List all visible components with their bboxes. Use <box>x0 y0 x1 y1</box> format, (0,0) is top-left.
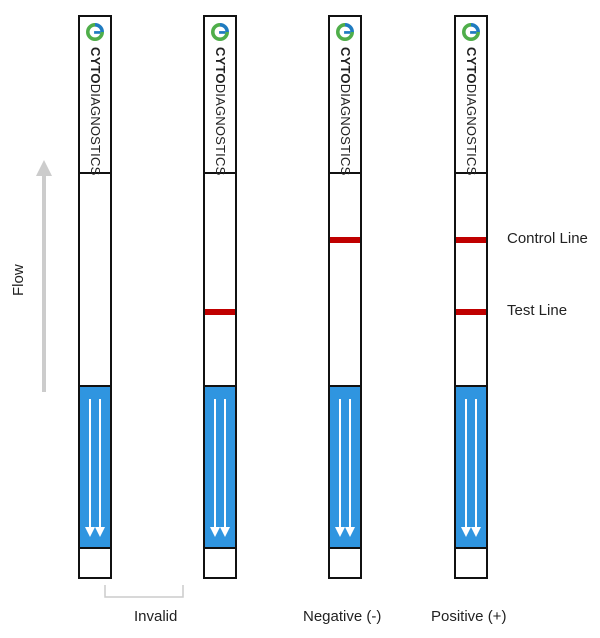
test-line-label: Test Line <box>507 302 568 319</box>
invalid-bracket <box>104 585 184 598</box>
control-line <box>456 237 486 243</box>
sample-pad <box>330 385 360 549</box>
brand-name: CYTODIAGNOSTICS <box>464 47 479 176</box>
strip-header: CYTODIAGNOSTICS <box>456 17 486 176</box>
test-strip-positive: CYTODIAGNOSTICS <box>454 15 488 579</box>
test-strip-invalid-test-only: CYTODIAGNOSTICS <box>203 15 237 579</box>
cyto-logo-icon <box>86 23 104 41</box>
sample-pad <box>80 385 110 549</box>
strip-header: CYTODIAGNOSTICS <box>205 17 235 176</box>
cyto-logo-icon <box>336 23 354 41</box>
brand-name: CYTODIAGNOSTICS <box>213 47 228 176</box>
strip-header: CYTODIAGNOSTICS <box>80 17 110 176</box>
brand-name: CYTODIAGNOSTICS <box>338 47 353 176</box>
control-line <box>330 237 360 243</box>
strip-header: CYTODIAGNOSTICS <box>330 17 360 176</box>
sample-pad <box>205 385 235 549</box>
flow-arrows-icon <box>85 399 105 537</box>
test-line <box>456 309 486 315</box>
positive-label: Positive (+) <box>431 608 507 625</box>
flow-arrows-icon <box>210 399 230 537</box>
negative-label: Negative (-) <box>303 608 382 625</box>
test-line <box>205 309 235 315</box>
sample-pad <box>456 385 486 549</box>
cyto-logo-icon <box>211 23 229 41</box>
test-strip-invalid-none: CYTODIAGNOSTICS <box>78 15 112 579</box>
cyto-logo-icon <box>462 23 480 41</box>
flow-arrows-icon <box>461 399 481 537</box>
brand-name: CYTODIAGNOSTICS <box>88 47 103 176</box>
control-line-label: Control Line <box>507 230 588 247</box>
flow-arrow <box>36 160 52 392</box>
flow-arrows-icon <box>335 399 355 537</box>
flow-label: Flow <box>10 264 27 296</box>
test-strip-negative: CYTODIAGNOSTICS <box>328 15 362 579</box>
invalid-label: Invalid <box>134 608 178 625</box>
